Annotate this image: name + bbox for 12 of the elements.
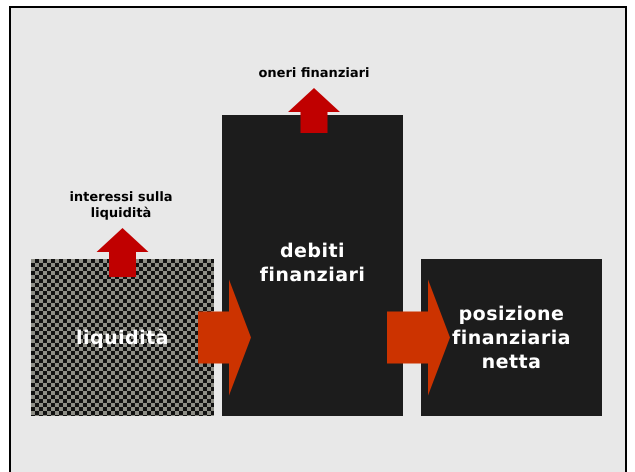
box-label: liquidità xyxy=(76,326,169,350)
dark-box xyxy=(222,115,403,416)
block-arrow xyxy=(387,280,450,396)
box-label: debiti finanziari xyxy=(258,239,366,287)
annotation-text: interessi sulla liquidità xyxy=(68,190,174,222)
block-arrow xyxy=(96,228,148,277)
box-label: posizione finanziaria netta xyxy=(451,302,572,374)
annotation-text: oneri finanziari xyxy=(258,66,370,82)
dark-box xyxy=(421,259,602,416)
block-arrow xyxy=(288,88,340,133)
checkered-box xyxy=(31,259,214,416)
block-arrow xyxy=(198,280,251,396)
